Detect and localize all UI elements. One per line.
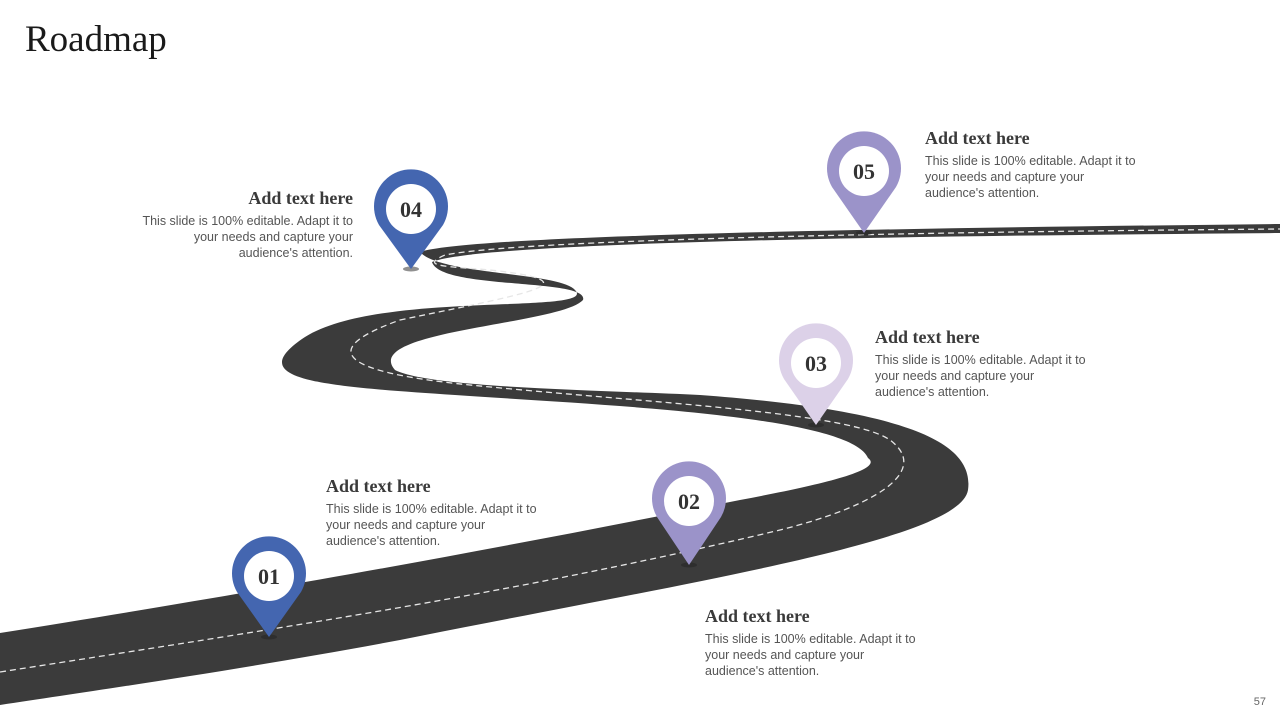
slide-title: Roadmap: [25, 19, 167, 60]
milestone-marker-03: 03: [779, 323, 853, 428]
milestone-marker-02: 02: [652, 461, 726, 568]
marker-number-03: 03: [805, 351, 827, 376]
road-center-line: [0, 228, 1280, 673]
milestone-description: This slide is 100% editable. Adapt it to…: [705, 632, 916, 678]
milestone-description: This slide is 100% editable. Adapt it to…: [875, 353, 1086, 399]
milestone-marker-05: 05: [827, 131, 901, 236]
milestone-heading: Add text here: [875, 327, 980, 347]
marker-number-02: 02: [678, 489, 700, 514]
milestone-heading: Add text here: [705, 606, 810, 626]
milestone-text-04: Add text here This slide is 100% editabl…: [138, 187, 353, 261]
milestone-marker-04: 04: [374, 169, 449, 272]
milestone-text-02: Add text here This slide is 100% editabl…: [705, 605, 920, 679]
marker-number-04: 04: [400, 197, 422, 222]
milestone-marker-01: 01: [231, 536, 306, 640]
milestone-heading: Add text here: [248, 188, 353, 208]
milestone-text-05: Add text here This slide is 100% editabl…: [925, 127, 1140, 201]
milestone-description: This slide is 100% editable. Adapt it to…: [142, 214, 353, 260]
milestone-description: This slide is 100% editable. Adapt it to…: [326, 502, 537, 548]
milestone-text-01: Add text here This slide is 100% editabl…: [326, 475, 541, 549]
marker-number-05: 05: [853, 159, 875, 184]
road: [0, 224, 1280, 705]
milestone-heading: Add text here: [925, 128, 1030, 148]
milestone-description: This slide is 100% editable. Adapt it to…: [925, 154, 1136, 200]
milestone-text-03: Add text here This slide is 100% editabl…: [875, 326, 1090, 400]
marker-number-01: 01: [258, 564, 280, 589]
page-number: 57: [1253, 696, 1266, 708]
milestone-heading: Add text here: [326, 476, 431, 496]
